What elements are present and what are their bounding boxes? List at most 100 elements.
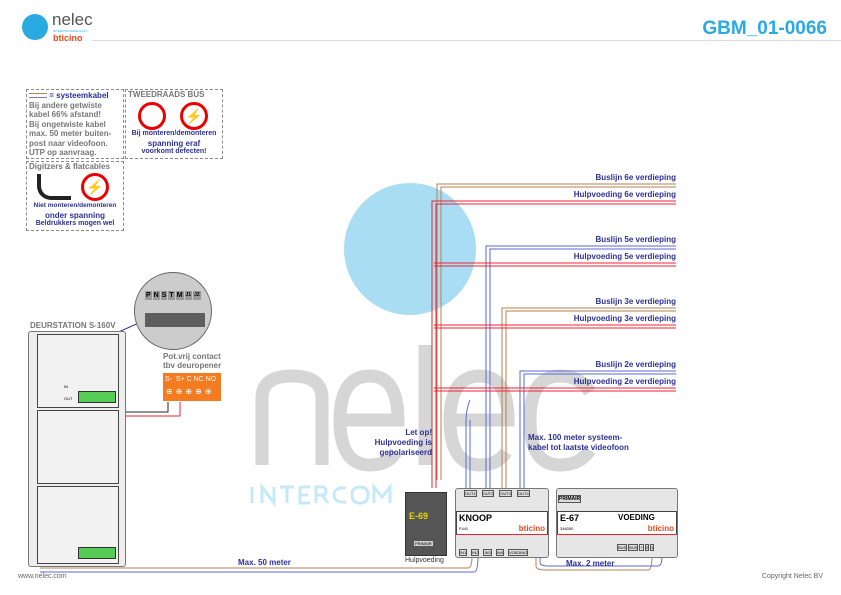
no-plug-icon [138, 102, 166, 130]
connector-magnifier: P N S T M J1 J2 [134, 272, 212, 350]
relay-terminal-labels: S- S+ C NC NO [165, 376, 217, 383]
note-title: TWEEDRAADS BUS [128, 90, 205, 99]
knoop-in-terminal: VOEDING [507, 549, 529, 556]
note-line: kabel 66% afstand! [29, 110, 102, 119]
flatcable-icon [37, 174, 71, 200]
pin-label: J1 [184, 291, 193, 300]
max2-label: Max. 2 meter [566, 559, 615, 568]
knoop-out-terminal: OUT4 [517, 490, 530, 497]
door-module-1: IN OUT [37, 334, 119, 408]
knoop-in-terminal: IN2 [471, 549, 480, 556]
watermark-letter-e [333, 369, 405, 472]
knoop-in-terminal: IN3 [483, 549, 492, 556]
logo-circle-icon [22, 14, 48, 40]
bus-wire-knoop-e67-2 [539, 548, 663, 567]
logo-brand: bticino [53, 33, 83, 43]
note-line: Bij andere getwiste [29, 100, 102, 110]
header-divider [92, 40, 841, 41]
power-wire-3e [434, 324, 676, 329]
knoop-in-terminal: IN1 [459, 549, 468, 556]
label-bus-5e: Buslijn 5e verdieping [595, 235, 676, 244]
e69-label: E-69 [409, 511, 429, 521]
e67-terminal: BUS [617, 544, 628, 551]
e67-name: E-67 [560, 513, 580, 523]
e67-terminal: 1 [650, 544, 655, 551]
footer-url[interactable]: www.nelec.com [18, 573, 67, 580]
note-title: Digitzers & flatcables [29, 162, 110, 171]
e67-function: VOEDING [618, 513, 655, 522]
label-bus-2e: Buslijn 2e verdieping [595, 360, 676, 369]
knoop-out-terminal: OUT1 [464, 490, 477, 497]
pin-label: J2 [193, 291, 201, 300]
max100-note: Max. 100 meter systeem- kabel tot laatst… [528, 433, 629, 453]
label-power-3e: Hulpvoeding 3e verdieping [573, 314, 676, 323]
knoop-code: F441 [459, 526, 469, 531]
max50-label: Max. 50 meter [238, 558, 291, 567]
pin-label: M [175, 291, 184, 300]
note-line: post naar videofoon. [29, 138, 108, 148]
knoop-module: OUT1 OUT2 OUT3 OUT4 KNOOP F441 bticino I… [455, 488, 549, 558]
pin-label: T [168, 291, 175, 300]
note-line: Niet monteren/demonteren [33, 202, 117, 209]
relay-title: Pot.vrij contact tbv deuropener [163, 352, 221, 370]
bus-wire-3e [501, 307, 676, 490]
relay-title-line: tbv deuropener [163, 361, 222, 370]
document-id: GBM_01-0066 [702, 18, 827, 39]
e67-terminal: BUS [628, 544, 639, 551]
knoop-out-terminal: OUT2 [481, 490, 495, 497]
e69-caption: Hulpvoeding [405, 557, 444, 564]
green-terminal-block [78, 547, 116, 559]
footer-copyright: Copyright Nelec BV [761, 573, 823, 580]
e67-terminal: 2 [644, 544, 650, 551]
warning-line: Hulpvoeding is [374, 438, 432, 447]
note-line: Max. 100 meter systeem- [528, 433, 623, 442]
bus-wire-6e [436, 183, 676, 480]
note-digitizers: Digitzers & flatcables ⚡ Niet monteren/d… [26, 161, 124, 231]
bus-wire-5e [485, 245, 676, 490]
warning-line: Let op! [405, 428, 432, 437]
label-power-5e: Hulpvoeding 5e verdieping [573, 252, 676, 261]
watermark-letter-n [255, 369, 329, 465]
note-tweedraads-bus: TWEEDRAADS BUS ⚡ Bij monteren/demonteren… [125, 89, 223, 159]
power-wire-5e [434, 262, 676, 267]
pin-label: P [145, 291, 152, 300]
note-systeemkabel: = systeemkabel Bij andere getwiste kabel… [26, 89, 124, 159]
note-line: max. 50 meter buiten- [29, 129, 112, 138]
cable-legend-icon [29, 93, 47, 99]
note-line: Bij monteren/demonteren [131, 130, 217, 137]
e67-terminal: + [639, 544, 644, 551]
note-line: spanning eraf [147, 138, 201, 148]
watermark-tagline-picture [250, 482, 392, 508]
relay-module: S- S+ C NC NO ⊕⊕⊕⊕⊕ [163, 373, 221, 401]
note-line: voorkomt defecten! [141, 148, 207, 155]
relay-title-line: Pot.vrij contact [163, 352, 221, 361]
relay-screws: ⊕⊕⊕⊕⊕ [166, 387, 215, 396]
cable-legend-label: = systeemkabel [49, 91, 109, 100]
polarity-warning: Let op! Hulpvoeding is gepolariseerd [360, 428, 432, 458]
note-line: Bij ongetwiste kabel [29, 119, 106, 129]
nelec-logo: nelec INTERCOM MADE EASY bticino [22, 10, 122, 43]
watermark-letter-e [443, 369, 515, 472]
knoop-out-terminal: OUT3 [499, 490, 513, 497]
no-voltage-icon: ⚡ [81, 173, 109, 201]
watermark-letter-c [523, 369, 596, 472]
knoop-out1-wires [465, 399, 471, 490]
pin-label: S [160, 291, 168, 300]
power-wire-6e [431, 200, 676, 488]
e67-brand: bticino [647, 524, 674, 533]
e67-primary-terminal: PRIMAIR [558, 495, 582, 503]
pin-label: N [152, 291, 160, 300]
knoop-name: KNOOP [459, 513, 493, 523]
module-label-out: OUT [64, 396, 73, 401]
knoop-brand: bticino [518, 524, 545, 533]
watermark-logo-circle [344, 183, 476, 315]
warning-line: gepolariseerd [379, 448, 432, 457]
logo-text: nelec [52, 10, 93, 29]
knoop-in-terminal: IN4 [495, 549, 504, 556]
bus-wire-2e [519, 370, 676, 490]
power-wire-2e [434, 387, 676, 392]
note-line: Beldrukkers mogen wel [35, 220, 115, 227]
module-label-in: IN [64, 384, 68, 389]
